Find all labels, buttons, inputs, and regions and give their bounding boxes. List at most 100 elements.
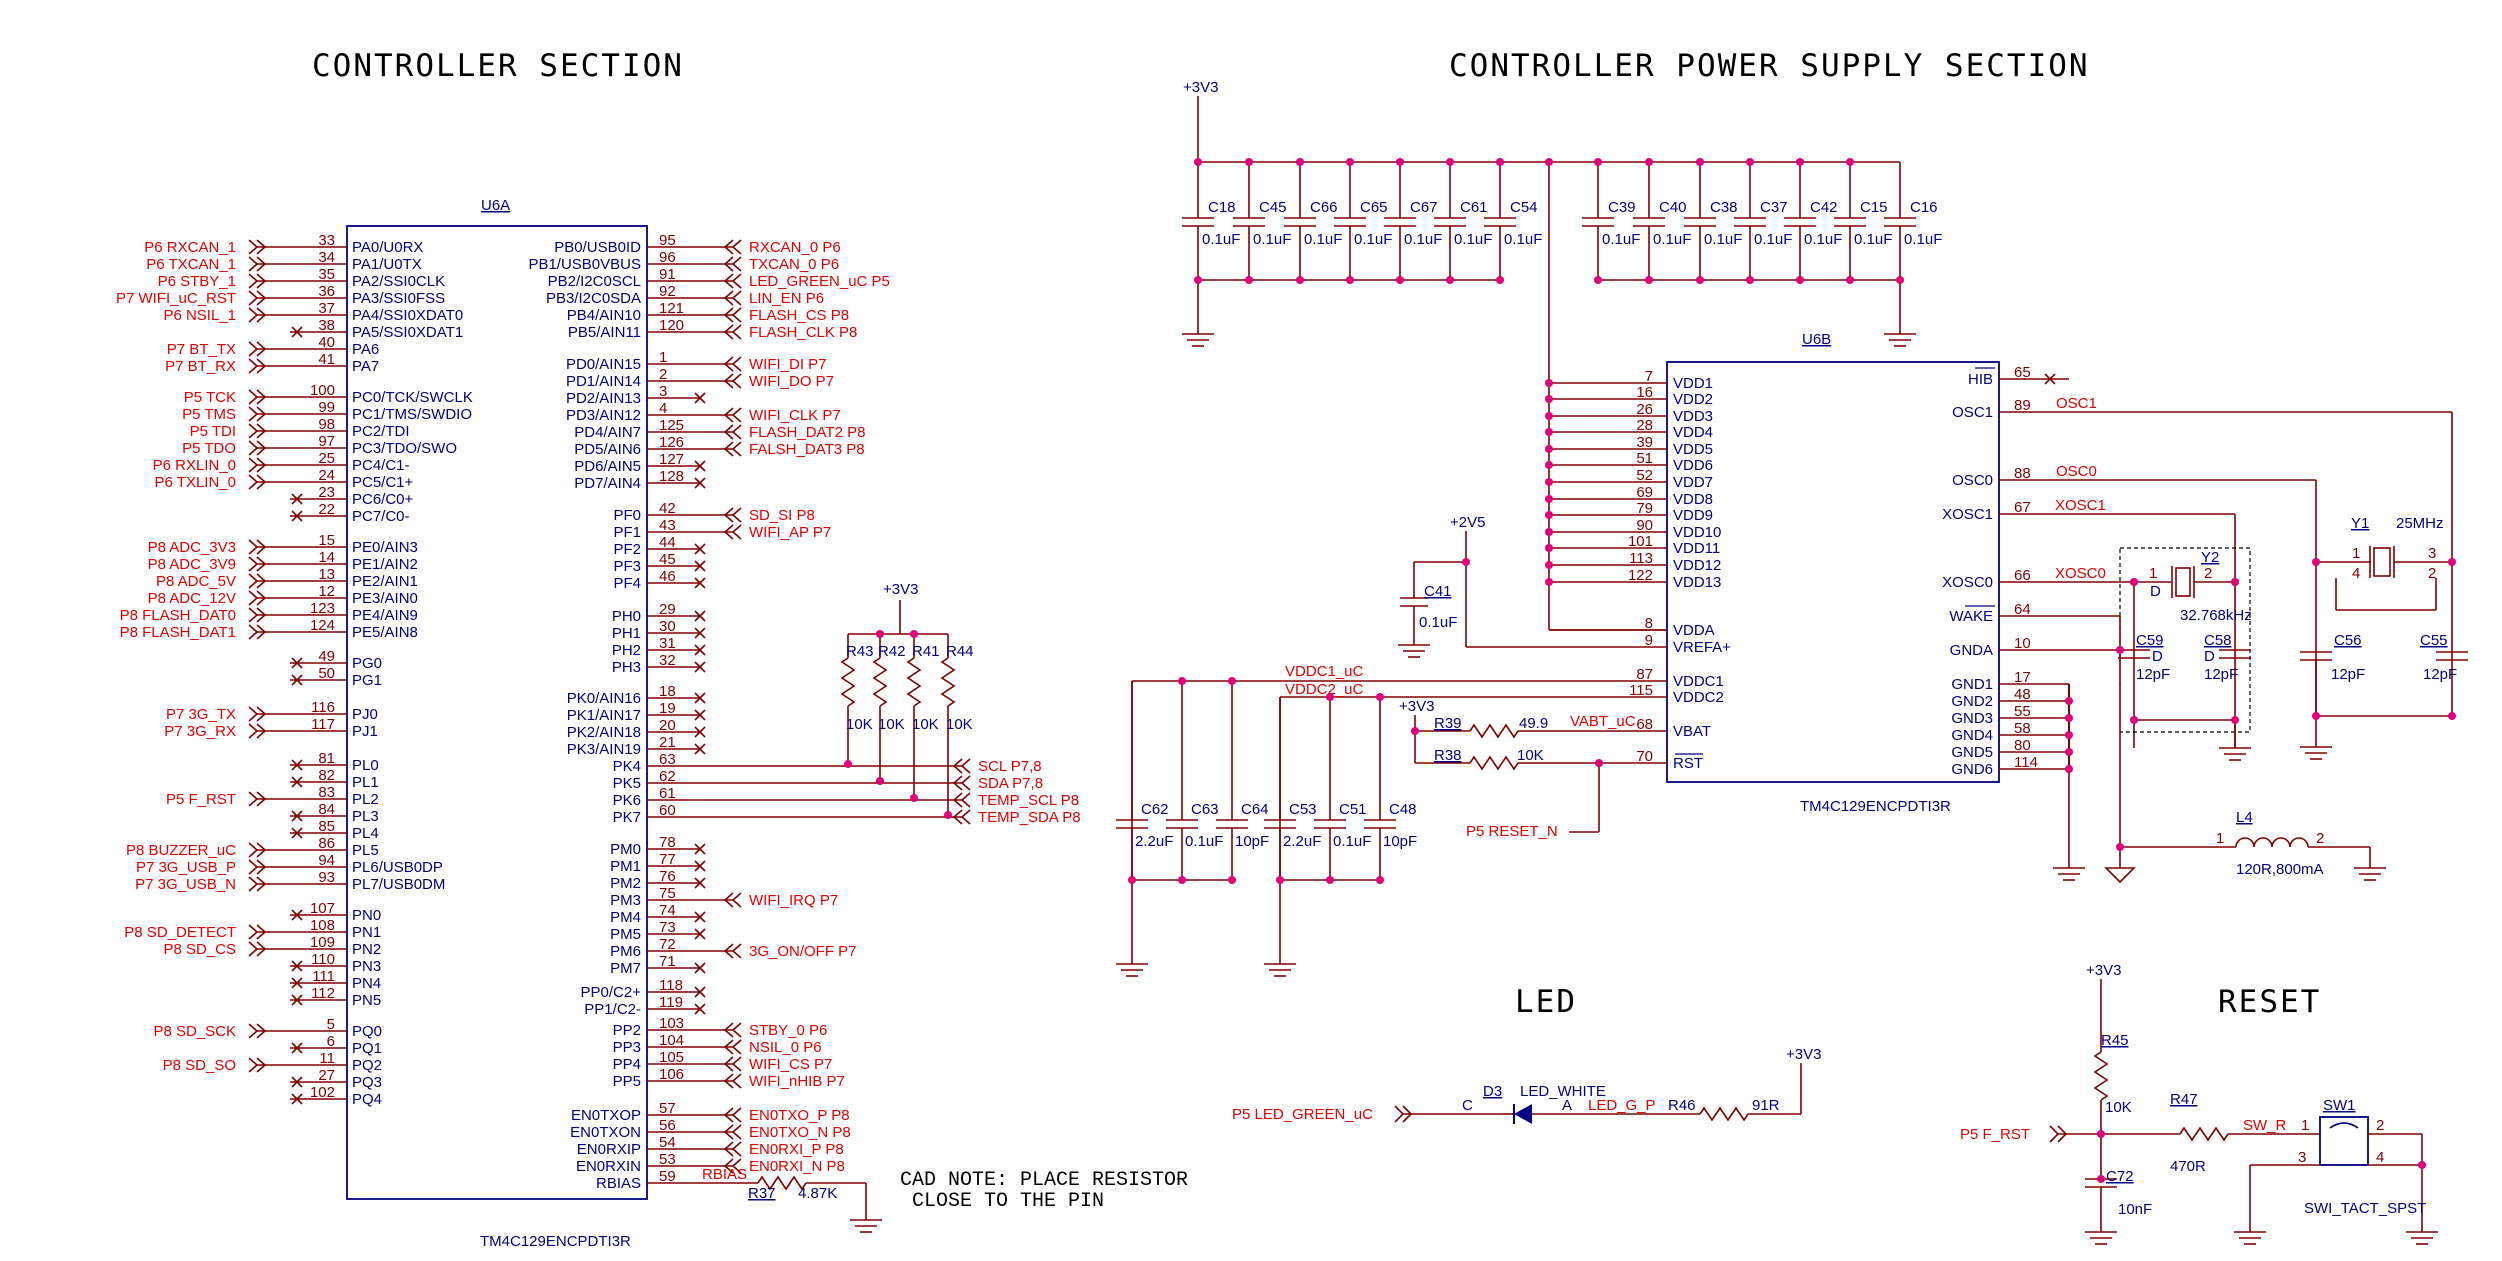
l4-pin2: 2 xyxy=(2316,830,2324,847)
u6b-pin-number: 114 xyxy=(2014,754,2038,771)
vddc-cap-value: 2.2uF xyxy=(1283,833,1321,850)
u6a-pin-name: PM1 xyxy=(610,858,641,875)
junction-dot xyxy=(1746,158,1754,166)
junction-dot xyxy=(1545,461,1553,469)
u6a-left-net-label: P5 TMS xyxy=(182,406,236,423)
u6a-pin-number: 124 xyxy=(310,617,335,634)
xosc0-net: XOSC0 xyxy=(2055,565,2106,582)
junction-dot xyxy=(910,794,918,802)
y1-pin4: 4 xyxy=(2352,565,2360,582)
y1-pin2: 2 xyxy=(2428,565,2436,582)
u6a-pin-number: 4 xyxy=(659,400,667,417)
vddc-cap-value: 10pF xyxy=(1383,833,1417,850)
u6b-pin-number: 70 xyxy=(1636,748,1653,765)
u6a-right-net-label: SCL P7,8 xyxy=(978,758,1042,775)
junction-dot xyxy=(1545,495,1553,503)
u6a-pin-number: 121 xyxy=(659,300,684,317)
junction-dot xyxy=(1194,158,1202,166)
junction-dot xyxy=(1446,158,1454,166)
u6a-pin-number: 12 xyxy=(318,583,335,600)
u6a-pin-name: PQ4 xyxy=(352,1091,382,1108)
power-supply-section-title: CONTROLLER POWER SUPPLY SECTION xyxy=(1449,48,2090,84)
junction-dot xyxy=(1276,876,1284,884)
u6a-left-net-label: P8 ADC_3V3 xyxy=(148,539,236,556)
vddc-cap-ref: C64 xyxy=(1241,801,1269,818)
u6a-pin-name: PL1 xyxy=(352,774,379,791)
junction-dot xyxy=(910,630,918,638)
u6a-pin-name: PK2/AIN18 xyxy=(567,724,641,741)
u6a-pin-number: 126 xyxy=(659,434,684,451)
u6a-pin-number: 127 xyxy=(659,451,684,468)
u6a-right-net-label: EN0RXI_P P8 xyxy=(749,1141,844,1158)
junction-dot xyxy=(1228,876,1236,884)
top-cap-ref: C45 xyxy=(1259,199,1287,216)
u6a-pin-number: 82 xyxy=(318,767,335,784)
u6a-pin-name: PP3 xyxy=(613,1039,641,1056)
u6a-pin-name: PN0 xyxy=(352,907,381,924)
u6a-pin-number: 75 xyxy=(659,885,676,902)
u6b-body xyxy=(1666,361,2000,783)
u6a-pin-number: 128 xyxy=(659,468,684,485)
l4-ref: L4 xyxy=(2236,809,2253,826)
junction-dot xyxy=(1178,677,1186,685)
u6a-left-net-label: P8 SD_SCK xyxy=(153,1023,236,1040)
u6a-pin-name: PN1 xyxy=(352,924,381,941)
pullup-value: 10K xyxy=(912,716,939,733)
junction-dot xyxy=(1228,677,1236,685)
sw1-pin2: 2 xyxy=(2376,1117,2384,1134)
u6b-pin-name: VDD13 xyxy=(1673,574,1721,591)
u6a-pin-number: 120 xyxy=(659,317,684,334)
junction-dot xyxy=(1896,276,1904,284)
u6a-left-net-label: P8 SD_CS xyxy=(163,941,236,958)
top-cap-ref: C66 xyxy=(1310,199,1338,216)
u6a-pin-number: 21 xyxy=(659,734,676,751)
top-cap-value: 0.1uF xyxy=(1653,231,1691,248)
junction-dot xyxy=(1545,395,1553,403)
u6a-pin-name: PK0/AIN16 xyxy=(567,690,641,707)
u6a-pin-name: PN2 xyxy=(352,941,381,958)
u6a-pin-name: PA4/SSI0XDAT0 xyxy=(352,307,463,324)
u6a-pin-number: 62 xyxy=(659,768,676,785)
c59-d-mark: D xyxy=(2152,648,2163,665)
u6a-pin-name: PD4/AIN7 xyxy=(574,424,641,441)
u6a-right-net-label: WIFI_AP P7 xyxy=(749,524,831,541)
u6a-pin-number: 2 xyxy=(659,366,667,383)
u6b-pin-number: 16 xyxy=(1636,384,1653,401)
top-decoupling-caps: +3V3 C180.1uFC450.1uFC660.1uFC650.1uFC67… xyxy=(1182,79,1942,347)
u6a-right-net-label: EN0TXO_N P8 xyxy=(749,1124,851,1141)
top-cap-ref: C61 xyxy=(1460,199,1488,216)
u6b-pin-name: GND1 xyxy=(1951,676,1993,693)
u6a-pin-name: PE0/AIN3 xyxy=(352,539,418,556)
u6a-pin-name: PE4/AIN9 xyxy=(352,607,418,624)
junction-dot xyxy=(2065,765,2073,773)
u6a-pin-number: 63 xyxy=(659,751,676,768)
junction-dot xyxy=(1245,276,1253,284)
u6b-pin-number: 28 xyxy=(1636,417,1653,434)
c55-value: 12pF xyxy=(2423,666,2457,683)
sw-r-net: SW_R xyxy=(2243,1117,2287,1134)
vddc-cap-value: 0.1uF xyxy=(1333,833,1371,850)
junction-dot xyxy=(944,811,952,819)
y2-pin2: 2 xyxy=(2204,565,2212,582)
u6a-pin-number: 35 xyxy=(318,266,335,283)
vddc1-net: VDDC1_uC xyxy=(1285,663,1364,680)
junction-dot xyxy=(1846,158,1854,166)
u6b-pin-number: 88 xyxy=(2014,465,2031,482)
c72-ref: C72 xyxy=(2106,1168,2134,1185)
u6a-right-net-label: FALSH_DAT3 P8 xyxy=(749,441,865,458)
junction-dot xyxy=(1545,379,1553,387)
u6b-ref: U6B xyxy=(1802,331,1831,348)
u6b-pin-name: VDD1 xyxy=(1673,375,1713,392)
u6a-pin-name: PA0/U0RX xyxy=(352,239,423,256)
top-cap-ref: C38 xyxy=(1710,199,1738,216)
u6a-right-net-label: SD_SI P8 xyxy=(749,507,815,524)
u6a-pin-name: PM4 xyxy=(610,909,641,926)
u6a-pin-number: 33 xyxy=(318,232,335,249)
y1-pin3: 3 xyxy=(2428,545,2436,562)
led-rail-label: +3V3 xyxy=(1786,1046,1821,1063)
c41-ref: C41 xyxy=(1424,583,1452,600)
u6b-pin-number: 90 xyxy=(1636,517,1653,534)
